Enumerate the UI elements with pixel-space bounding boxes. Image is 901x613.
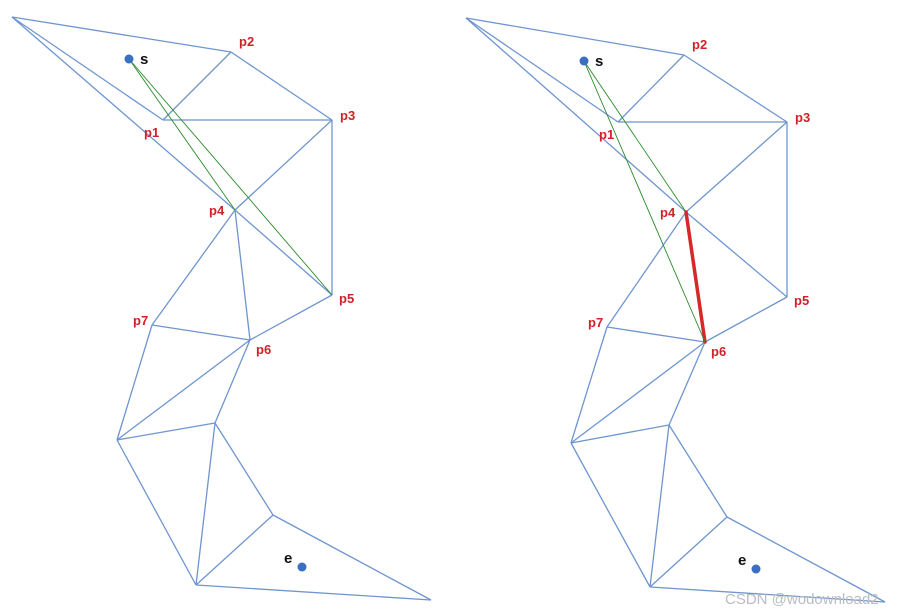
vertex-label-p6: p6 xyxy=(711,344,726,359)
vertex-label-p1: p1 xyxy=(144,125,159,140)
mesh-edge-lw-m1 xyxy=(570,424,670,444)
mesh-edge-p3-p4 xyxy=(685,121,788,213)
vertex-label-p1: p1 xyxy=(599,127,614,142)
mesh-edge-lw-b xyxy=(116,439,197,586)
highlighted-edge-p4-p6 xyxy=(684,210,707,344)
start-label: s xyxy=(140,51,148,68)
mesh-edge-b-r xyxy=(195,584,432,601)
mesh-edge-tl-p4 xyxy=(465,17,687,213)
vertex-label-p4: p4 xyxy=(660,205,676,220)
panel-left: s e p1 p2 p3 p4 p5 p6 p7 xyxy=(11,16,432,601)
mesh-edge-tl-p1 xyxy=(11,16,164,121)
mesh-edge-p2-p3 xyxy=(683,54,788,123)
mesh-edge-p5-p6 xyxy=(704,296,788,343)
mesh-edge-tl-p1 xyxy=(465,17,619,123)
mesh-edge-p7-lw xyxy=(116,324,153,441)
end-point xyxy=(297,562,307,572)
mesh-edge-p4-p5 xyxy=(685,211,788,298)
mesh-edge-p6-lw xyxy=(570,341,706,444)
mesh-edge-m2-r xyxy=(272,514,432,601)
end-label: e xyxy=(738,552,746,569)
sightline-s-p5 xyxy=(128,58,333,296)
watermark: CSDN @wodownload2 xyxy=(725,591,879,608)
vertex-label-p7: p7 xyxy=(588,315,603,330)
mesh-edge-lw-m1 xyxy=(116,422,216,441)
mesh-edge-m1-m2 xyxy=(668,424,728,518)
vertex-label-p3: p3 xyxy=(340,108,355,123)
mesh-edge-p2-p1 xyxy=(617,54,685,123)
mesh-edge-p7-p6 xyxy=(151,324,251,341)
mesh-edge-p3-p4 xyxy=(234,119,333,211)
end-point xyxy=(751,564,761,574)
mesh-edge-p6-m1 xyxy=(668,341,706,426)
sightline-s-p4 xyxy=(128,58,236,211)
mesh-edge-p5-p6 xyxy=(249,294,333,341)
mesh-edge-p6-m1 xyxy=(214,339,251,424)
mesh-edge-p7-p6 xyxy=(606,326,706,343)
mesh-edge-tl-p4 xyxy=(11,16,236,211)
start-label: s xyxy=(595,53,603,70)
start-point xyxy=(124,54,134,64)
vertex-label-p2: p2 xyxy=(239,34,254,49)
mesh-edge-m2-r xyxy=(726,516,886,603)
mesh-edge-p7-lw xyxy=(570,326,608,444)
mesh-edge-m2-b xyxy=(649,516,728,588)
mesh-edge-lw-b xyxy=(570,442,651,588)
vertex-label-p2: p2 xyxy=(692,37,707,52)
vertex-label-p5: p5 xyxy=(794,293,809,308)
vertex-label-p7: p7 xyxy=(133,313,148,328)
mesh-edge-m2-b xyxy=(195,514,274,586)
mesh-edge-p4-p5 xyxy=(234,209,333,296)
mesh-edge-tl-p2 xyxy=(11,16,232,53)
mesh-edge-p4-p7 xyxy=(151,209,236,326)
mesh-edge-p4-p7 xyxy=(606,211,687,328)
mesh-edge-m1-b xyxy=(649,424,670,588)
mesh-edge-m1-m2 xyxy=(214,422,274,516)
mesh-edge-p6-lw xyxy=(116,339,251,441)
mesh-edge-m1-b xyxy=(195,422,216,586)
mesh-edge-p2-p3 xyxy=(230,51,333,121)
mesh-edge-tl-p2 xyxy=(465,17,685,56)
mesh-edge-b-r xyxy=(649,586,886,603)
vertex-label-p4: p4 xyxy=(209,203,225,218)
vertex-label-p3: p3 xyxy=(795,110,810,125)
start-point xyxy=(579,56,589,66)
vertex-label-p6: p6 xyxy=(256,342,271,357)
panel-right: s e p1 p2 p3 p4 p5 p6 p7 xyxy=(465,17,886,603)
sightline-s-p4 xyxy=(583,60,687,213)
mesh-edge-p4-p6 xyxy=(234,209,251,341)
end-label: e xyxy=(284,550,292,567)
sightline-s-p6 xyxy=(583,60,706,343)
vertex-label-p5: p5 xyxy=(339,291,354,306)
mesh-edge-p2-p1 xyxy=(162,51,232,121)
